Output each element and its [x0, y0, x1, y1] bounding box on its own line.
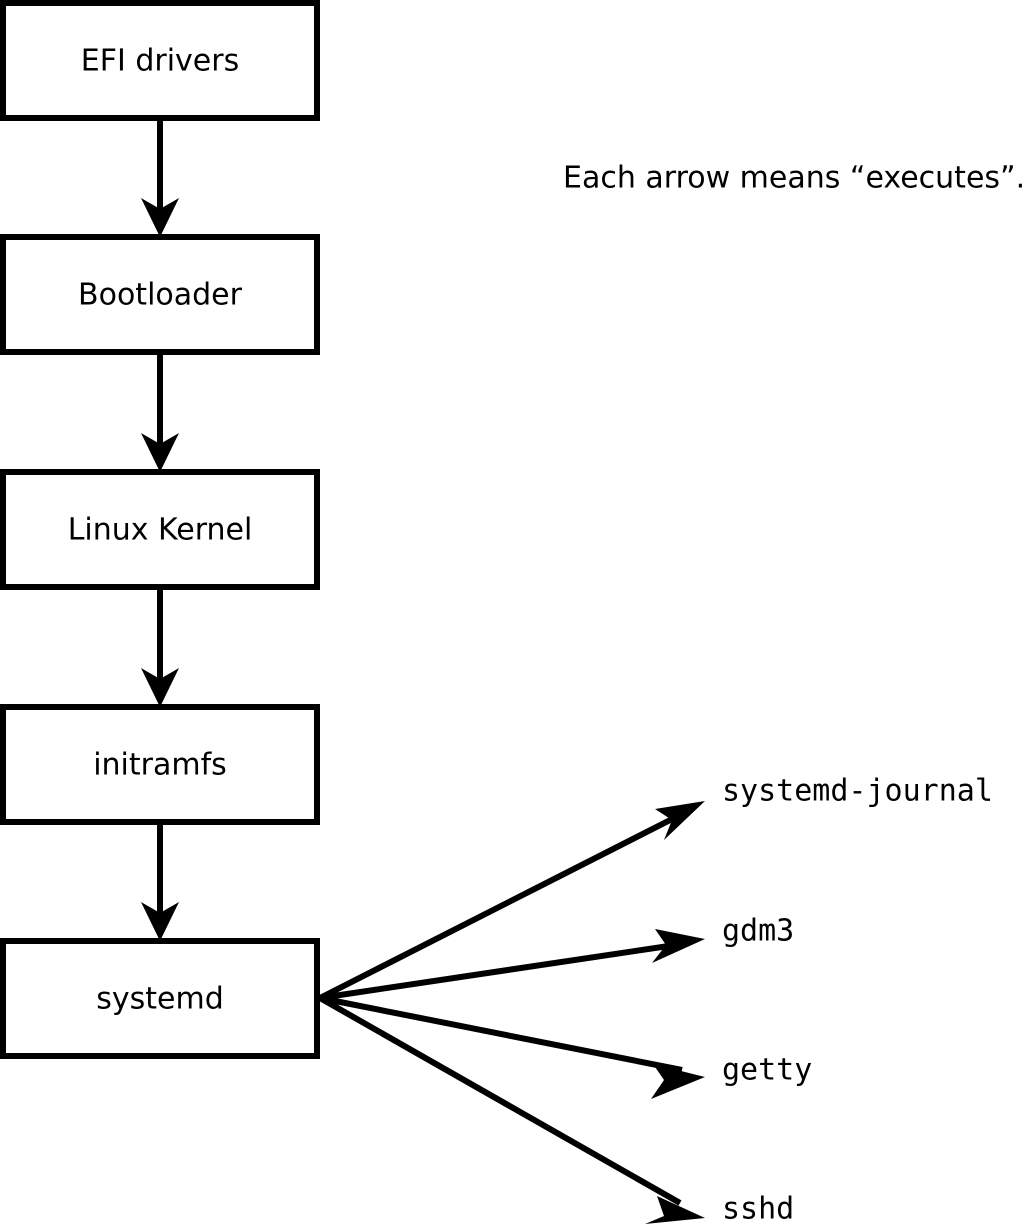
arrow-systemd-to-gdm3 — [319, 929, 705, 1001]
arrow-shaft — [319, 995, 683, 1073]
arrow-efi-drivers-to-bootloader — [141, 118, 179, 237]
arrow-head-diagonal — [655, 801, 705, 840]
arrow-linux-kernel-to-initramfs — [141, 587, 179, 707]
arrow-shaft — [318, 995, 682, 1206]
chain-arrow-group — [141, 118, 179, 941]
node-linux-kernel-label: Linux Kernel — [68, 513, 253, 548]
arrow-head-down — [141, 198, 179, 237]
node-bootloader[interactable]: Bootloader — [0, 234, 320, 355]
node-linux-kernel-rect[interactable] — [0, 469, 320, 590]
arrow-head-down — [141, 902, 179, 941]
arrow-shaft — [319, 941, 683, 1001]
leaf-label-getty: getty — [722, 1053, 812, 1088]
arrow-head-down — [141, 668, 179, 707]
arrow-head-down — [141, 433, 179, 472]
arrow-initramfs-to-systemd — [141, 822, 179, 941]
leaf-label-sshd: sshd — [722, 1192, 794, 1227]
node-initramfs-label: initramfs — [93, 748, 227, 783]
arrow-systemd-to-getty — [319, 995, 705, 1099]
arrow-systemd-to-systemd-journal — [318, 801, 705, 1001]
node-efi-drivers-label: EFI drivers — [81, 44, 239, 79]
node-efi-drivers[interactable]: EFI drivers — [0, 0, 320, 121]
node-initramfs[interactable]: initramfs — [0, 704, 320, 825]
node-systemd[interactable]: systemd — [0, 938, 320, 1059]
arrow-head-diagonal — [651, 1064, 705, 1099]
fan-arrow-group — [318, 801, 705, 1224]
leaf-label-group: systemd-journal gdm3 getty sshd — [722, 774, 993, 1227]
node-linux-kernel[interactable]: Linux Kernel — [0, 469, 320, 590]
leaf-label-gdm3: gdm3 — [722, 914, 794, 949]
node-systemd-rect[interactable] — [0, 938, 320, 1059]
node-efi-drivers-rect[interactable] — [0, 0, 320, 121]
arrow-head-diagonal — [645, 1196, 705, 1224]
node-systemd-label: systemd — [96, 982, 224, 1017]
arrow-shaft — [318, 811, 684, 1001]
arrow-systemd-to-sshd — [318, 995, 705, 1224]
legend-caption: Each arrow means “executes”. — [563, 161, 1023, 196]
node-bootloader-label: Bootloader — [78, 278, 243, 313]
arrow-bootloader-to-linux-kernel — [141, 352, 179, 472]
leaf-label-systemd-journal: systemd-journal — [722, 774, 993, 809]
arrow-head-diagonal — [652, 929, 705, 963]
